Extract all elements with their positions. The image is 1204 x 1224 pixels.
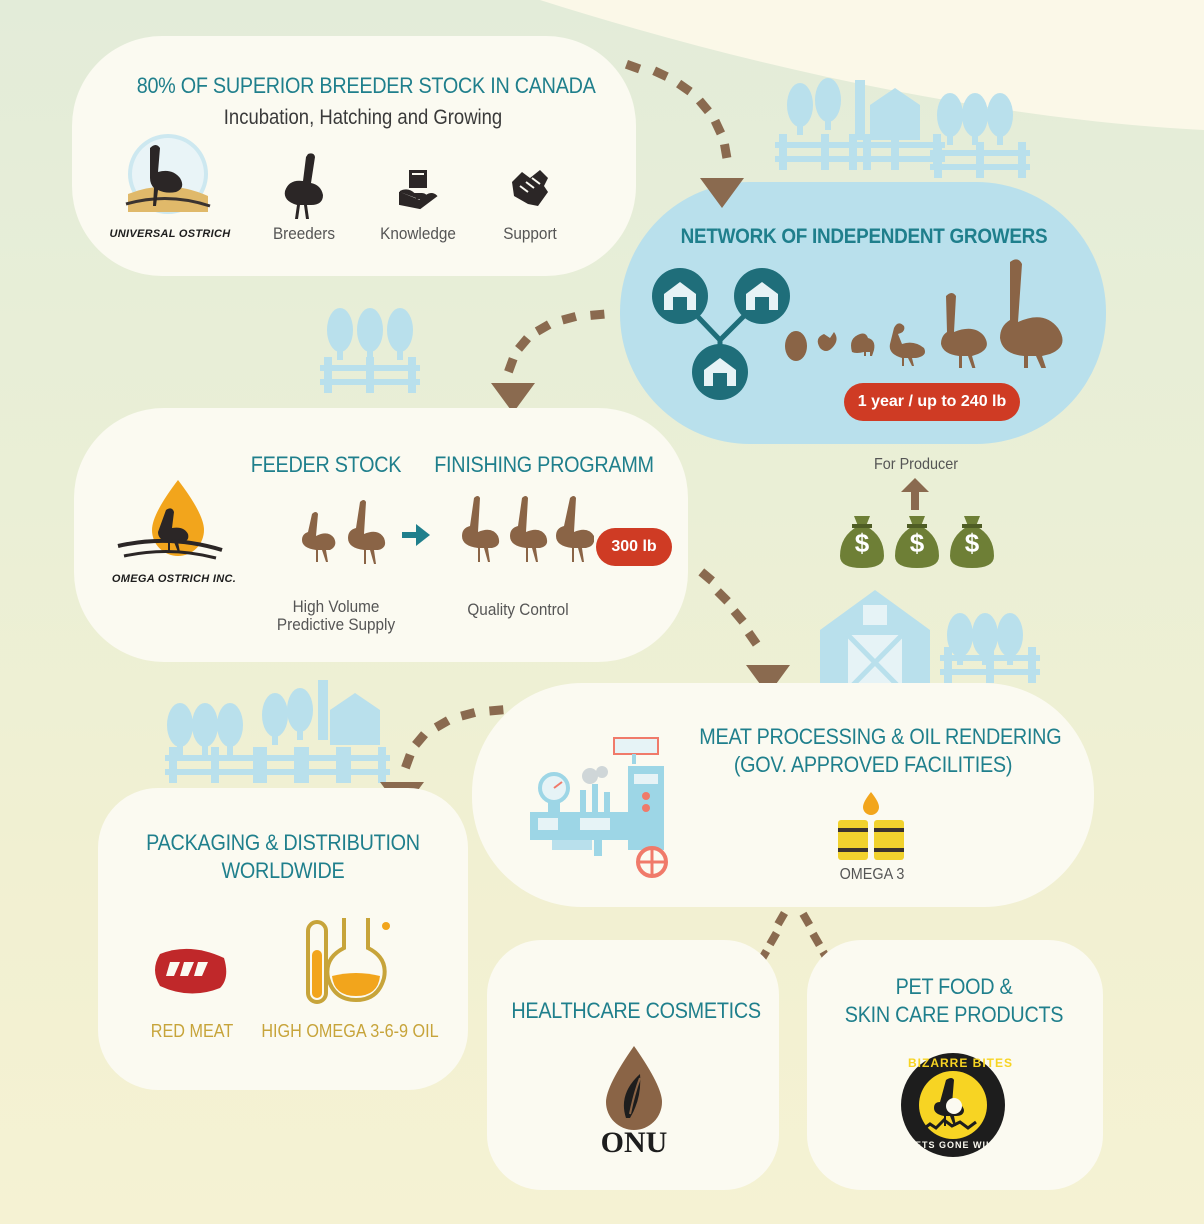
money-bag-icon: $: [948, 512, 996, 570]
money-bag-symbol: $: [964, 528, 980, 558]
packaging-title-line2: WORLDWIDE: [221, 858, 345, 883]
feeder-ostriches-icon: [302, 500, 386, 564]
young-ostrich-icon: [941, 293, 987, 368]
chick-hatching-icon: [817, 332, 837, 351]
finishing-ostriches-icon: [462, 496, 594, 562]
breeders-label: Breeders: [272, 224, 336, 243]
finishing-programm-title: FINISHING PROGRAMM: [434, 452, 654, 477]
omega-oil-icon: [306, 918, 390, 1004]
omega3-barrels-icon: [838, 792, 904, 860]
omega-oil-label: HIGH OMEGA 3-6-9 OIL: [261, 1021, 439, 1041]
feeder-stock-title: FEEDER STOCK: [250, 452, 402, 477]
packaging-title-line1: PACKAGING & DISTRIBUTION: [146, 830, 420, 855]
arrow-right-icon: [402, 524, 430, 546]
petfood-title-line1: PET FOOD &: [895, 974, 1013, 999]
trees-left-middle: [320, 308, 420, 393]
growers-network-icon: [652, 268, 790, 400]
barn-node-icon: [652, 268, 708, 324]
quality-control-label: Quality Control: [467, 600, 569, 619]
farm-scene-lower: [165, 680, 390, 783]
red-meat-label: RED MEAT: [150, 1021, 234, 1041]
red-meat-icon: [155, 948, 227, 994]
breeders-icon: [284, 153, 323, 219]
growers-badge: 1 year / up to 240 lb: [844, 383, 1020, 421]
processing-title-line2: (GOV. APPROVED FACILITIES): [733, 752, 1013, 777]
breeder-subtitle: Incubation, Hatching and Growing: [223, 106, 503, 129]
chick-icon: [851, 333, 875, 356]
money-bag-symbol: $: [854, 528, 870, 558]
feeder-label-line2: Predictive Supply: [276, 615, 396, 634]
universal-ostrich-logo: [125, 134, 211, 214]
money-bags: $ $ $: [838, 512, 998, 572]
barn-middle: [820, 590, 1040, 690]
processing-card: [472, 683, 1094, 907]
bizarre-bites-logo: BIZARRE BITES PETS GONE WILD: [898, 1050, 1014, 1160]
producer-label: For Producer: [873, 456, 959, 473]
packaging-card: [98, 788, 468, 1090]
breeder-title: 80% OF SUPERIOR BREEDER STOCK IN CANADA: [136, 73, 596, 98]
support-icon: [512, 170, 548, 206]
onu-logo-icon: [606, 1046, 662, 1130]
omega-ostrich-logo-text: OMEGA OSTRICH INC.: [111, 573, 237, 585]
processing-title-line1: MEAT PROCESSING & OIL RENDERING: [699, 724, 1062, 749]
money-bag-symbol: $: [909, 528, 925, 558]
feeder-label-line1: High Volume: [292, 597, 380, 616]
growers-title: NETWORK OF INDEPENDENT GROWERS: [680, 225, 1048, 248]
bizarre-bites-bottom-text: PETS GONE WILD: [908, 1140, 1001, 1150]
juvenile-ostrich-icon: [889, 323, 925, 366]
universal-ostrich-logo-text: UNIVERSAL OSTRICH: [109, 228, 231, 240]
processing-machine-icon: [530, 737, 668, 878]
support-label: Support: [503, 224, 557, 243]
adult-ostrich-icon: [1000, 259, 1063, 368]
egg-icon: [785, 331, 807, 361]
healthcare-title: HEALTHCARE COSMETICS: [511, 998, 761, 1023]
bizarre-bites-top-text: BIZARRE BITES: [908, 1056, 1014, 1070]
knowledge-label: Knowledge: [380, 224, 456, 243]
ostrich-growth-icons: [785, 259, 1063, 368]
money-bag-icon: $: [893, 512, 941, 570]
omega-ostrich-logo: [117, 480, 223, 560]
money-bag-icon: $: [838, 512, 886, 570]
feeder-badge: 300 lb: [596, 528, 672, 566]
knowledge-icon: [399, 170, 438, 210]
petfood-title-line2: SKIN CARE PRODUCTS: [844, 1002, 1064, 1027]
omega3-label: OMEGA 3: [839, 866, 905, 883]
onu-logo-text: ONU: [600, 1126, 668, 1159]
farm-scene-top: [775, 78, 1030, 178]
